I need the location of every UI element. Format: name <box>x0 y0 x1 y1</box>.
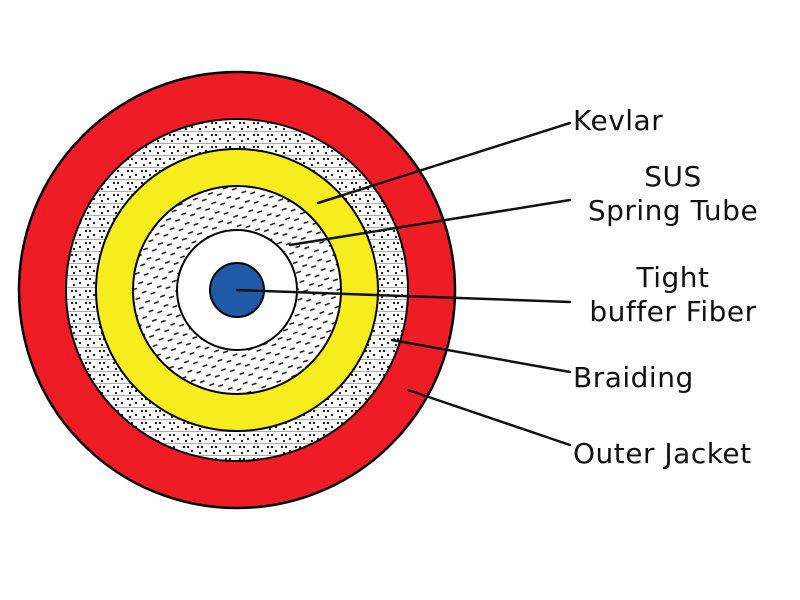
leader-line-outer-jacket <box>406 388 572 447</box>
label-tight-buffer-fiber: Tight buffer Fiber <box>568 261 778 329</box>
leader-lines <box>235 121 572 447</box>
leader-line-sus-spring-tube <box>288 198 572 247</box>
label-kevlar: Kevlar <box>573 104 664 137</box>
label-sus-spring-tube: SUS Spring Tube <box>568 160 778 228</box>
leader-line-braiding <box>390 338 572 374</box>
leader-line-kevlar <box>316 121 572 205</box>
label-sus-line2: Spring Tube <box>587 194 759 227</box>
label-outer-jacket: Outer Jacket <box>573 437 752 470</box>
label-sus-line1: SUS <box>644 160 702 193</box>
label-fiber-line1: Tight <box>636 261 710 294</box>
leader-line-tight-buffer-fiber <box>235 288 572 304</box>
label-fiber-line2: buffer Fiber <box>589 295 757 328</box>
label-braiding: Braiding <box>573 361 694 394</box>
